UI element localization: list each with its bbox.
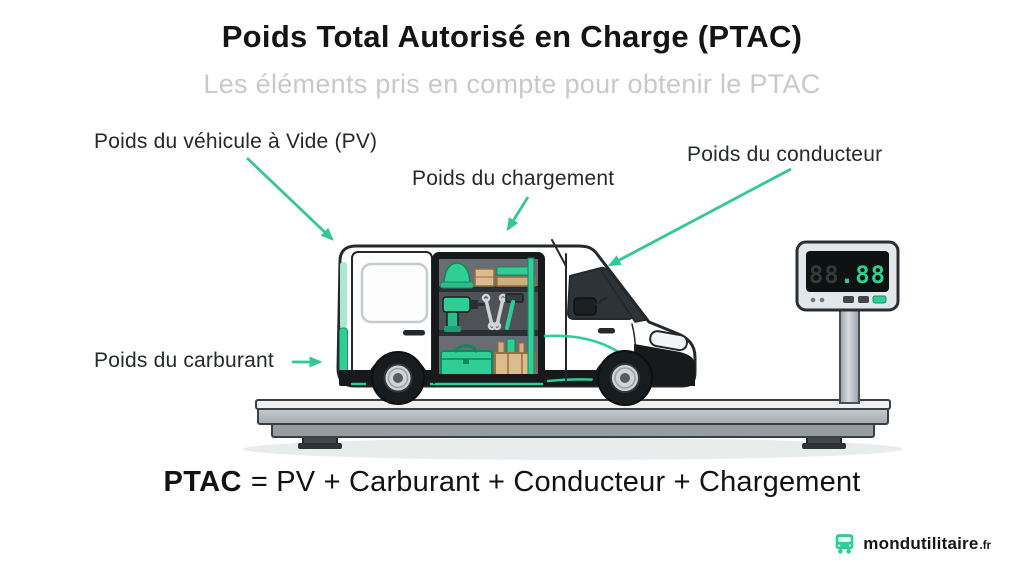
rear-pillar-accent — [340, 262, 347, 328]
headlight — [649, 330, 688, 352]
display-button — [858, 296, 869, 303]
display-button-green — [872, 295, 887, 304]
arrow-pv — [246, 156, 334, 241]
brand-van-icon — [835, 534, 854, 554]
antenna — [551, 239, 567, 267]
ground-shadow — [243, 438, 903, 460]
formula-lhs: PTAC — [163, 466, 242, 498]
arrow-chargement — [506, 196, 530, 232]
display-value: 88.88 — [809, 261, 886, 289]
hard-hat — [443, 262, 471, 286]
ptac-formula: PTAC= PV + Carburant + Conducteur + Char… — [0, 466, 1024, 499]
rear-tail-accent — [339, 327, 348, 373]
front-wheel — [597, 350, 653, 406]
cab-door-handle — [598, 328, 615, 334]
rear-door-window — [360, 262, 429, 324]
van-illustration — [336, 239, 697, 406]
display-screen — [806, 251, 889, 292]
formula-rhs: = PV + Carburant + Conducteur + Chargeme… — [250, 466, 861, 498]
scale-display: 88.88 — [795, 240, 900, 404]
label-poids-conducteur: Poids du conducteur — [687, 143, 883, 166]
plank-stack — [496, 276, 536, 287]
side-mirror — [573, 297, 597, 316]
page-subtitle: Les éléments pris en compte pour obtenir… — [203, 69, 821, 99]
windshield — [600, 269, 647, 323]
weighing-platform — [255, 399, 891, 449]
wrench — [495, 297, 505, 327]
rear-door-handle — [403, 330, 425, 336]
scale-pole — [839, 305, 860, 404]
drill — [442, 296, 471, 313]
wrench — [484, 298, 494, 327]
cargo-interior — [432, 252, 545, 386]
display-button — [843, 296, 854, 303]
arrow-conducteur — [607, 167, 792, 267]
door-edge-accent — [527, 257, 535, 377]
label-poids-carburant: Poids du carburant — [94, 349, 274, 372]
brand-logo: mondutilitaire .fr — [832, 531, 991, 556]
rear-wheel — [371, 351, 425, 405]
page-title: Poids Total Autorisé en Charge (PTAC) — [221, 19, 803, 54]
brand-name: mondutilitaire .fr — [863, 533, 991, 553]
annotation-arrows — [246, 156, 792, 368]
label-poids-chargement: Poids du chargement — [412, 167, 615, 190]
label-poids-vehicule-vide: Poids du véhicule à Vide (PV) — [94, 130, 378, 153]
